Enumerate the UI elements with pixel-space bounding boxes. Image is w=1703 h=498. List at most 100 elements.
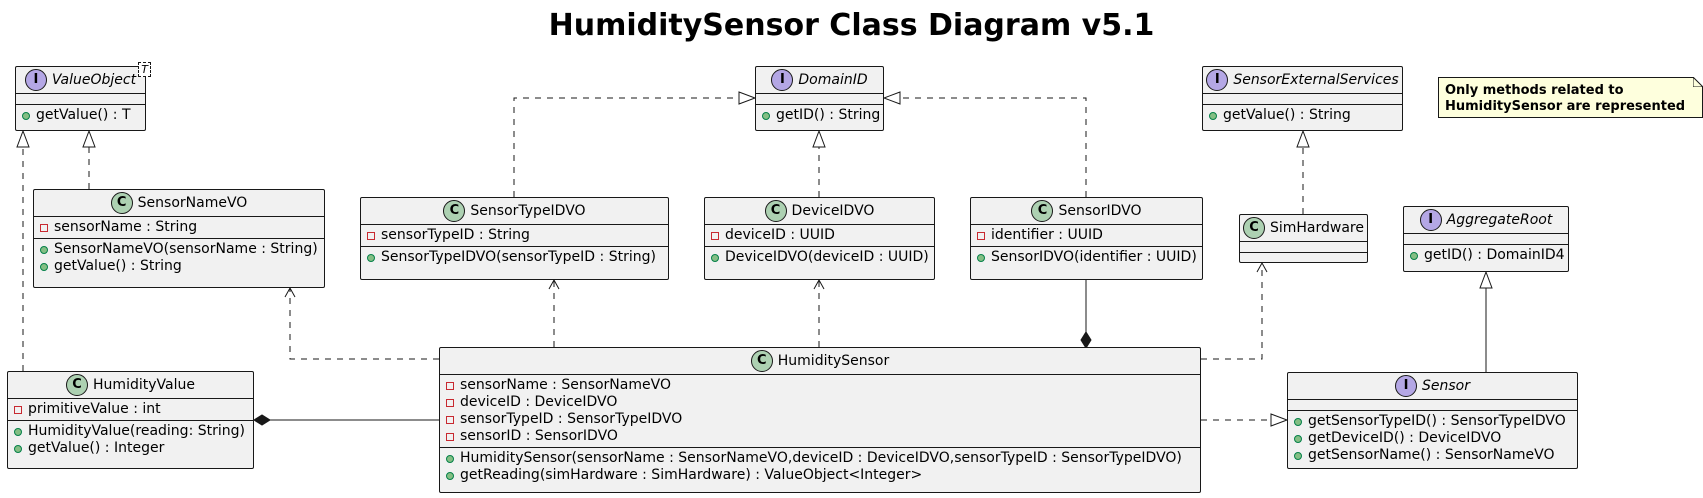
realization-arrowhead bbox=[16, 129, 30, 148]
private-visibility-icon bbox=[14, 405, 22, 414]
fields-section bbox=[1404, 233, 1568, 244]
class-badge-icon: C bbox=[66, 374, 89, 396]
methods-section: getValue() : String bbox=[1203, 104, 1402, 126]
public-visibility-icon bbox=[367, 253, 375, 262]
field-row: sensorTypeID : String bbox=[367, 227, 662, 244]
private-visibility-icon bbox=[446, 381, 454, 390]
public-visibility-icon bbox=[1209, 111, 1217, 120]
method-row: SensorTypeIDVO(sensorTypeID : String) bbox=[367, 249, 662, 266]
realization-arrowhead bbox=[812, 129, 826, 148]
public-visibility-icon bbox=[762, 111, 770, 120]
field-row: primitiveValue : int bbox=[14, 401, 247, 418]
public-visibility-icon bbox=[446, 471, 454, 480]
methods-section: getValue() : T bbox=[16, 104, 145, 126]
public-visibility-icon bbox=[446, 454, 454, 463]
fields-section: deviceID : UUID bbox=[705, 224, 934, 246]
method-row: getValue() : T bbox=[22, 107, 139, 124]
realization-sensoridvo-domainid bbox=[900, 97, 1087, 197]
methods-section: DeviceIDVO(deviceID : UUID) bbox=[705, 246, 934, 268]
public-visibility-icon bbox=[1294, 434, 1302, 443]
fields-section: sensorName : String bbox=[34, 216, 324, 238]
class-name: SensorExternalServices bbox=[1233, 72, 1399, 88]
fields-section: sensorName : SensorNameVO deviceID : Dev… bbox=[440, 374, 1200, 447]
methods-section: getID() : DomainID4 bbox=[1404, 244, 1568, 266]
public-visibility-icon bbox=[1294, 451, 1302, 460]
private-visibility-icon bbox=[446, 415, 454, 424]
class-name: DomainID bbox=[798, 72, 868, 88]
method-row: getSensorTypeID() : SensorTypeIDVO bbox=[1294, 413, 1571, 430]
method-row: HumiditySensor(sensorName : SensorNameVO… bbox=[446, 450, 1194, 467]
dependency-arrowhead bbox=[813, 278, 825, 290]
class-name: HumidityValue bbox=[93, 377, 195, 393]
class-badge-icon: C bbox=[1242, 217, 1265, 239]
interface-badge-icon: I bbox=[1395, 375, 1417, 397]
public-visibility-icon bbox=[711, 253, 719, 262]
note-fold-icon bbox=[1693, 77, 1703, 87]
class-name: AggregateRoot bbox=[1446, 212, 1553, 228]
method-row: SensorNameVO(sensorName : String) bbox=[40, 241, 318, 258]
diagram-note: Only methods related to HumiditySensor a… bbox=[1438, 77, 1703, 118]
fields-section bbox=[1240, 241, 1367, 252]
sensor-interface[interactable]: I Sensor getSensorTypeID() : SensorTypeID… bbox=[1287, 372, 1578, 469]
method-row: HumidityValue(reading: String) bbox=[14, 423, 247, 440]
method-row: getValue() : String bbox=[1209, 107, 1396, 124]
fields-section bbox=[16, 93, 145, 104]
class-badge-icon: C bbox=[110, 192, 133, 214]
interface-badge-icon: I bbox=[1206, 69, 1229, 91]
public-visibility-icon bbox=[1294, 417, 1302, 426]
inheritance-arrowhead bbox=[1479, 270, 1493, 289]
class-name: HumiditySensor bbox=[777, 353, 890, 369]
fields-section bbox=[1288, 399, 1577, 410]
class-badge-icon: C bbox=[764, 200, 787, 222]
methods-section: getSensorTypeID() : SensorTypeIDVO getDe… bbox=[1288, 410, 1577, 466]
field-row: sensorTypeID : SensorTypeIDVO bbox=[446, 411, 1194, 428]
class-name: ValueObject bbox=[51, 72, 137, 88]
public-visibility-icon bbox=[22, 111, 30, 120]
field-row: deviceID : DeviceIDVO bbox=[446, 394, 1194, 411]
fields-section bbox=[756, 93, 883, 104]
method-row: getID() : DomainID4 bbox=[1410, 247, 1565, 264]
method-row: SensorIDVO(identifier : UUID) bbox=[977, 249, 1197, 266]
fields-section: sensorTypeID : String bbox=[361, 224, 668, 246]
methods-section: HumidityValue(reading: String) getValue(… bbox=[8, 420, 253, 459]
private-visibility-icon bbox=[367, 231, 375, 240]
methods-section: HumiditySensor(sensorName : SensorNameVO… bbox=[440, 447, 1200, 486]
realization-arrowhead bbox=[1296, 129, 1310, 148]
fields-section: identifier : UUID bbox=[971, 224, 1202, 246]
private-visibility-icon bbox=[446, 432, 454, 441]
method-row: getReading(simHardware : SimHardware) : … bbox=[446, 467, 1194, 484]
field-row: deviceID : UUID bbox=[711, 227, 928, 244]
public-visibility-icon bbox=[1410, 251, 1418, 260]
class-name: SensorTypeIDVO bbox=[470, 203, 586, 219]
class-name: Sensor bbox=[1422, 378, 1470, 394]
fields-section bbox=[1203, 93, 1402, 104]
interface-badge-icon: I bbox=[24, 69, 47, 91]
class-name: SensorIDVO bbox=[1058, 203, 1142, 219]
realization-sensortypeidvo-domainid bbox=[513, 97, 739, 197]
methods-section bbox=[1240, 252, 1367, 263]
public-visibility-icon bbox=[14, 427, 22, 436]
private-visibility-icon bbox=[40, 223, 48, 232]
realization-arrowhead bbox=[738, 91, 757, 105]
private-visibility-icon bbox=[977, 231, 985, 240]
field-row: sensorName : String bbox=[40, 219, 318, 236]
method-row: DeviceIDVO(deviceID : UUID) bbox=[711, 249, 929, 266]
realization-arrowhead bbox=[882, 91, 901, 105]
dependency-arrowhead bbox=[1256, 261, 1268, 273]
public-visibility-icon bbox=[40, 245, 48, 254]
method-row: getValue() : String bbox=[40, 258, 318, 275]
interface-badge-icon: I bbox=[771, 69, 794, 91]
public-visibility-icon bbox=[40, 262, 48, 271]
